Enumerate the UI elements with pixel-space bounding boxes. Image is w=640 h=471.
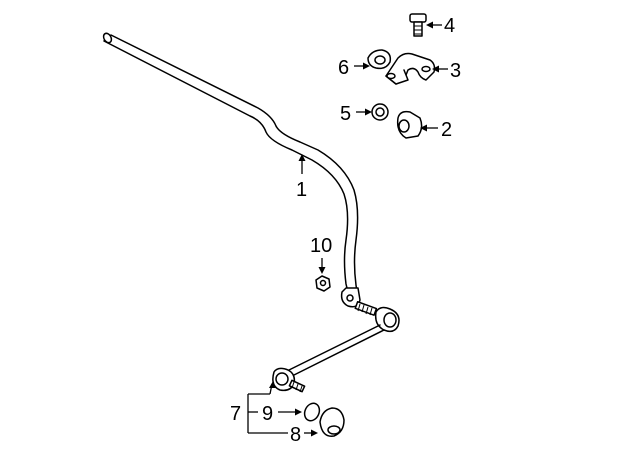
nut xyxy=(315,275,331,292)
upper-link-end xyxy=(354,301,400,333)
callout-9: 9 xyxy=(262,403,273,425)
boot-nut xyxy=(319,407,345,437)
bushing-small xyxy=(371,103,389,121)
callout-5: 5 xyxy=(340,103,351,125)
callout-8: 8 xyxy=(290,424,301,446)
callout-10: 10 xyxy=(310,235,332,257)
leader-lines xyxy=(247,21,448,437)
callout-4: 4 xyxy=(444,15,455,37)
callout-3: 3 xyxy=(450,60,461,82)
callout-6: 6 xyxy=(338,57,349,79)
callout-2: 2 xyxy=(441,119,452,141)
stabilizer-bar xyxy=(102,32,361,308)
clamp xyxy=(367,49,392,70)
callout-labels: 1 2 3 4 5 6 7 8 9 10 xyxy=(230,15,461,446)
callout-1: 1 xyxy=(296,179,307,201)
bushing xyxy=(396,110,423,139)
bracket xyxy=(385,52,436,85)
o-ring xyxy=(303,402,321,422)
link-rod xyxy=(288,324,385,377)
bolt xyxy=(409,13,427,37)
callout-7: 7 xyxy=(230,403,241,425)
